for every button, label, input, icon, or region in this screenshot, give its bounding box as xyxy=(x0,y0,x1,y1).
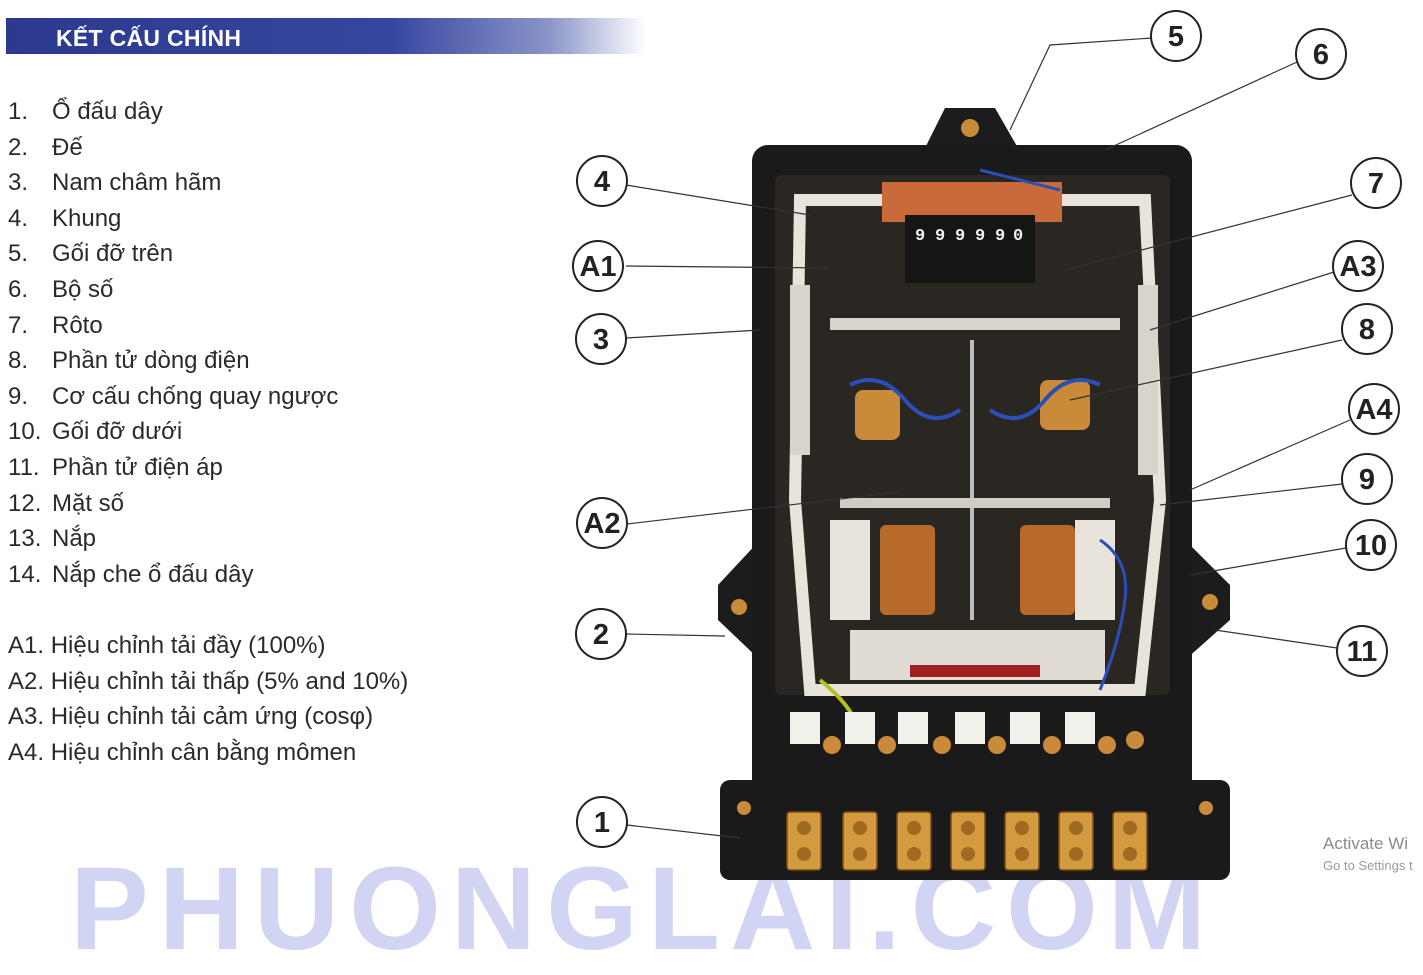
register-digit: 9 xyxy=(915,227,925,246)
list-item: 1. Ổ đấu dây xyxy=(8,94,338,130)
item-number: 5. xyxy=(8,240,29,268)
callout-9: 9 xyxy=(1341,453,1393,505)
register-counter xyxy=(905,215,1035,283)
item-label: Đế xyxy=(52,133,83,161)
svg-text:7: 7 xyxy=(1368,168,1384,200)
item-number: 2. xyxy=(8,133,29,161)
item-number: 4. xyxy=(8,204,29,232)
item-label: Phần tử dòng điện xyxy=(52,347,250,375)
list-item: 10. Gối đỡ dưới xyxy=(8,414,338,450)
terminal-screws xyxy=(786,811,1148,871)
list-item: 14. Nắp che ổ đấu dây xyxy=(8,557,338,593)
item-number: 1. xyxy=(8,98,29,125)
svg-text:5: 5 xyxy=(1168,21,1184,53)
item-number: 10. xyxy=(8,418,42,446)
list-item: 12. Mặt số xyxy=(8,486,338,522)
item-label: Nam châm hãm xyxy=(52,169,222,197)
item-label: Nắp xyxy=(52,525,97,553)
list-item: 7. Rôto xyxy=(8,308,338,344)
callouts: 5 6 4 7 A1 A3 3 8 A4 9 A2 10 2 11 1 xyxy=(572,10,1402,848)
os-activation-link[interactable]: Go to Settings t xyxy=(1323,858,1413,873)
svg-text:A4: A4 xyxy=(1355,394,1392,426)
svg-text:11: 11 xyxy=(1347,636,1378,668)
callout-7: 7 xyxy=(1350,157,1402,209)
svg-text:A2: A2 xyxy=(583,508,620,540)
item-number: 14. xyxy=(8,560,42,588)
svg-text:1: 1 xyxy=(594,807,610,839)
register-digit: 0 xyxy=(1013,227,1023,246)
list-item: A3. Hiệu chỉnh tải cảm ứng (cosφ) xyxy=(8,703,374,731)
item-label: Cơ cấu chống quay ngược xyxy=(52,382,339,410)
svg-text:6: 6 xyxy=(1313,39,1329,71)
parts-list: 1.Ổ đấu dây 2.Đế 3.Nam châm hãm 4.Khung … xyxy=(8,94,338,592)
svg-text:3: 3 xyxy=(593,324,609,356)
rotor-disc xyxy=(840,498,1110,508)
meter-photo: 9 9 9 9 9 0 xyxy=(718,108,1230,880)
register-digit: 9 xyxy=(935,227,945,246)
list-item: 6. Bộ số xyxy=(8,272,338,308)
list-item: A2. Hiệu chỉnh tải thấp (5% and 10%) xyxy=(8,667,409,695)
item-number: 7. xyxy=(8,311,29,339)
item-label: Khung xyxy=(52,204,122,232)
item-label: Ổ đấu dây xyxy=(52,98,163,125)
list-item: A4. Hiệu chỉnh cân bằng mômen xyxy=(8,738,357,766)
mounting-screw xyxy=(961,119,979,137)
callout-a1: A1 xyxy=(572,240,624,292)
list-item: 13. Nắp xyxy=(8,521,338,557)
callout-a3: A3 xyxy=(1332,240,1384,292)
register-digit: 9 xyxy=(995,227,1005,246)
svg-text:8: 8 xyxy=(1359,314,1375,346)
item-label: Gối đỡ trên xyxy=(52,240,174,268)
svg-text:2: 2 xyxy=(593,619,609,651)
svg-text:9: 9 xyxy=(1359,464,1375,496)
section-title: KẾT CẤU CHÍNH xyxy=(56,25,242,51)
list-item: 11. Phần tử điện áp xyxy=(8,450,338,486)
svg-text:4: 4 xyxy=(594,166,610,198)
callout-11: 11 xyxy=(1336,625,1388,677)
item-number: 13. xyxy=(8,525,42,553)
list-item: 9. Cơ cấu chống quay ngược xyxy=(8,379,338,415)
item-number: 9. xyxy=(8,382,29,410)
callout-1: 1 xyxy=(576,796,628,848)
item-number: 8. xyxy=(8,347,29,375)
os-activation-notice: Activate Wi xyxy=(1323,834,1409,853)
callout-10: 10 xyxy=(1345,519,1397,571)
item-number: 11. xyxy=(8,453,40,481)
leader-lines xyxy=(625,37,1353,839)
item-number: 3. xyxy=(8,169,29,197)
item-label: Phần tử điện áp xyxy=(52,453,223,481)
svg-text:A3: A3 xyxy=(1339,251,1376,283)
callout-5: 5 xyxy=(1150,10,1202,62)
item-label: Bộ số xyxy=(52,275,114,303)
callout-2: 2 xyxy=(575,608,627,660)
list-item: 2. Đế xyxy=(8,130,338,166)
callout-4: 4 xyxy=(576,155,628,207)
list-item: 3. Nam châm hãm xyxy=(8,165,338,201)
callout-a2: A2 xyxy=(576,497,628,549)
list-item: 8. Phần tử dòng điện xyxy=(8,343,338,379)
callout-6: 6 xyxy=(1295,28,1347,80)
list-item: A1. Hiệu chỉnh tải đầy (100%) xyxy=(8,632,326,659)
item-number: 6. xyxy=(8,275,29,303)
callout-a4: A4 xyxy=(1348,383,1400,435)
list-item: 5. Gối đỡ trên xyxy=(8,236,338,272)
meter-diagram: 9 9 9 9 9 0 xyxy=(572,10,1402,880)
item-label: Nắp che ổ đấu dây xyxy=(52,560,254,588)
item-label: Mặt số xyxy=(52,489,125,517)
item-label: Gối đỡ dưới xyxy=(52,418,183,446)
item-label: Rôto xyxy=(52,311,103,339)
svg-text:10: 10 xyxy=(1355,530,1387,562)
header-bar xyxy=(6,18,646,54)
item-number: 12. xyxy=(8,489,42,517)
list-item: 4. Khung xyxy=(8,201,338,237)
register-digit: 9 xyxy=(975,227,985,246)
callout-8: 8 xyxy=(1341,303,1393,355)
svg-text:A1: A1 xyxy=(579,251,616,283)
callout-3: 3 xyxy=(575,313,627,365)
adjustments-list: A1. Hiệu chỉnh tải đầy (100%) A2. Hiệu c… xyxy=(8,628,408,770)
register-digit: 9 xyxy=(955,227,965,246)
